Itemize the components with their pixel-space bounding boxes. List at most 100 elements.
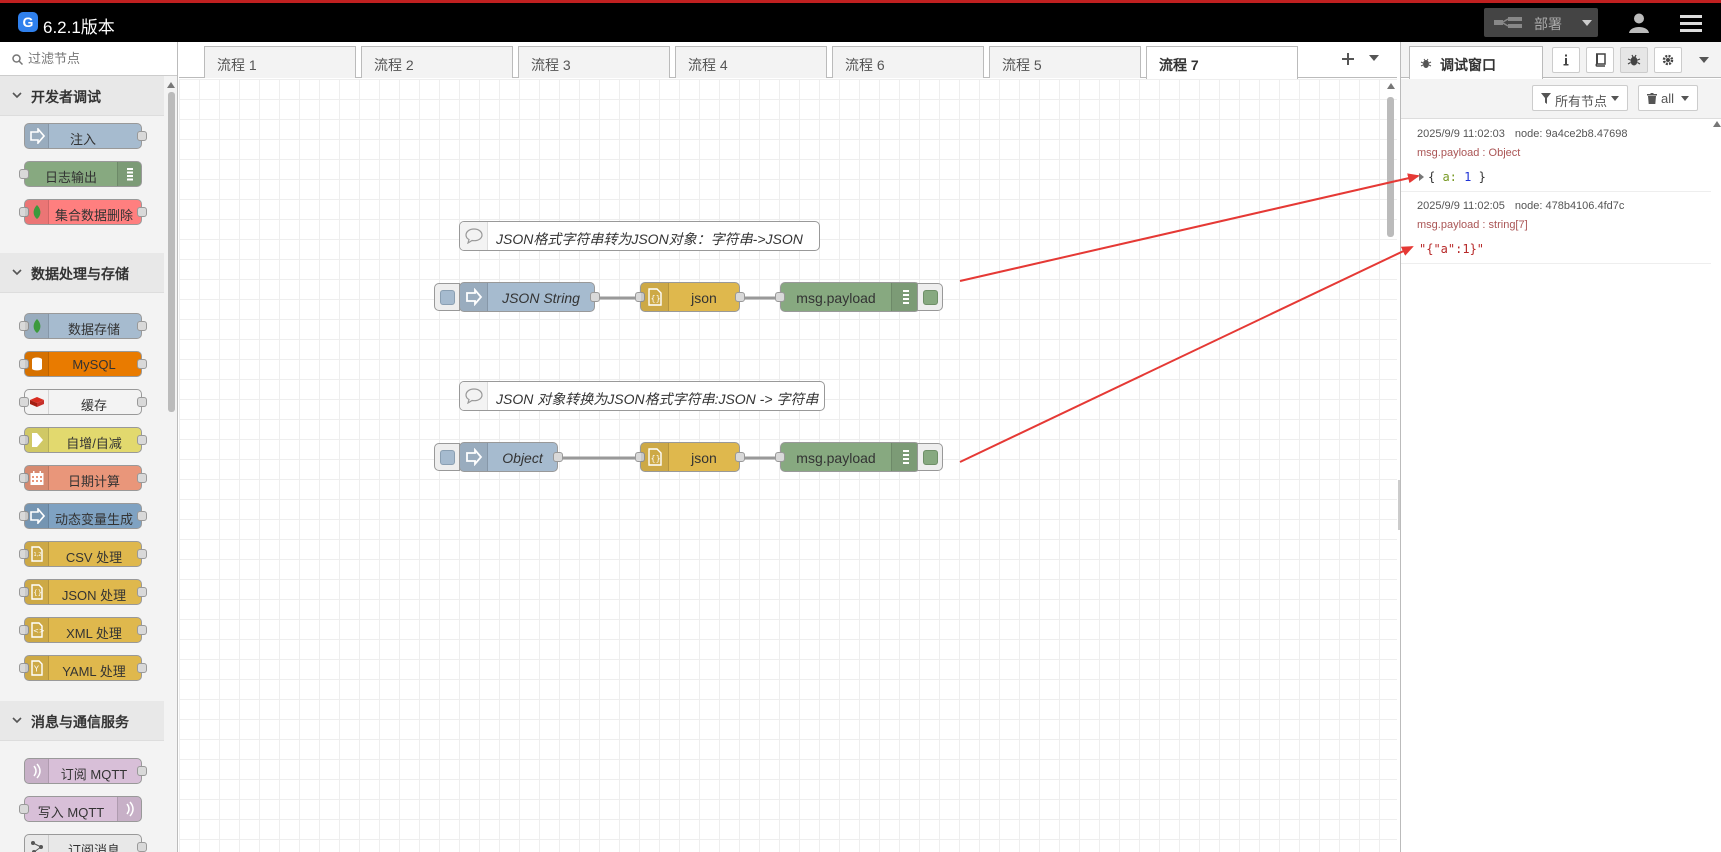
palette-node-data-store[interactable]: 数据存储 [19,313,147,339]
input-port[interactable] [19,804,29,814]
palette-node-mqtt-in[interactable]: 订阅 MQTT [24,758,147,784]
deploy-menu-chevron-icon[interactable] [1582,20,1592,26]
workspace-scrollbar-thumb[interactable] [1387,97,1394,237]
sidebar-scrollbar[interactable] [1712,119,1721,852]
debug-message-node[interactable]: node: 9a4ce2b8.47698 [1514,128,1628,140]
flow-workspace[interactable]: JSON格式字符串转为JSON对象：字符串->JSON JSON String … [179,79,1397,852]
input-port[interactable] [19,207,29,217]
inject-trigger-square[interactable] [440,290,455,305]
expand-triangle-icon[interactable] [1419,173,1424,181]
scroll-up-icon[interactable] [167,82,175,88]
palette-node-inject[interactable]: 注入 [24,123,147,149]
inject-trigger-button[interactable] [434,283,460,311]
debug-toggle-square[interactable] [923,290,938,305]
debug-node-2[interactable]: msg.payload [775,442,920,472]
palette-category-data-processing[interactable]: 数据处理与存储 [0,253,164,293]
output-port[interactable] [137,625,147,635]
input-port[interactable] [19,473,29,483]
output-port[interactable] [137,549,147,559]
output-port[interactable] [137,207,147,217]
input-port[interactable] [19,397,29,407]
input-port[interactable] [635,452,645,462]
palette-search-input[interactable] [26,50,166,67]
output-port[interactable] [735,452,745,462]
tab-flow-4[interactable]: 流程 4 [675,46,827,78]
palette-node-mysql[interactable]: MySQL [19,351,147,377]
scroll-up-icon[interactable] [1713,121,1721,127]
user-icon[interactable] [1628,12,1650,34]
palette-node-debug[interactable]: 日志输出 [19,161,142,187]
palette-node-collection-delete[interactable]: 集合数据删除 [19,199,147,225]
input-port[interactable] [19,169,29,179]
palette-scrollbar[interactable] [166,82,176,852]
tab-flow-3[interactable]: 流程 3 [518,46,670,78]
output-port[interactable] [137,321,147,331]
tab-flow-7[interactable]: 流程 7 [1146,46,1298,79]
inject-trigger-button[interactable] [434,443,460,471]
output-port[interactable] [137,511,147,521]
tab-menu-chevron-icon[interactable] [1369,55,1379,61]
debug-toggle-button[interactable] [917,283,943,311]
add-tab-icon[interactable] [1339,50,1357,68]
output-port[interactable] [137,131,147,141]
input-port[interactable] [635,292,645,302]
inject-node-object[interactable]: Object [459,442,563,472]
tab-flow-1[interactable]: 流程 1 [204,46,356,78]
output-port[interactable] [137,473,147,483]
debug-message-value[interactable]: { a: 1 } [1419,170,1486,184]
palette-node-csv[interactable]: 1,2 CSV 处理 [19,541,147,567]
palette-category-messaging[interactable]: 消息与通信服务 [0,701,164,741]
input-port[interactable] [19,435,29,445]
help-book-button[interactable] [1586,47,1614,73]
output-port[interactable] [137,397,147,407]
tab-flow-5[interactable]: 流程 5 [989,46,1141,78]
palette-node-subscribe[interactable]: 订阅消息 [24,834,147,852]
tab-debug-window[interactable]: 调试窗口 [1409,46,1543,79]
input-port[interactable] [19,321,29,331]
comment-node-json-to-string[interactable]: JSON 对象转换为JSON格式字符串:JSON -> 字符串 [459,381,825,411]
input-port[interactable] [775,292,785,302]
output-port[interactable] [137,842,147,852]
info-button[interactable] [1552,47,1580,73]
output-port[interactable] [137,663,147,673]
deploy-button[interactable]: 部署 [1484,8,1598,37]
debug-toggle-square[interactable] [923,450,938,465]
debug-message-value[interactable]: "{"a":1}" [1419,242,1485,256]
output-port[interactable] [735,292,745,302]
comment-node-string-to-json[interactable]: JSON格式字符串转为JSON对象：字符串->JSON [459,221,820,251]
input-port[interactable] [19,587,29,597]
output-port[interactable] [137,587,147,597]
input-port[interactable] [775,452,785,462]
output-port[interactable] [590,292,600,302]
palette-node-yaml[interactable]: Y YAML 处理 [19,655,147,681]
debug-toggle-button[interactable] [917,443,943,471]
scroll-up-icon[interactable] [1387,83,1395,89]
input-port[interactable] [19,625,29,635]
palette-node-dynamic-variable[interactable]: 动态变量生成 [19,503,147,529]
palette-scrollbar-thumb[interactable] [168,92,175,412]
palette-node-xml[interactable]: <> XML 处理 [19,617,147,643]
debug-node-1[interactable]: msg.payload [775,282,920,312]
tab-flow-2[interactable]: 流程 2 [361,46,513,78]
input-port[interactable] [19,511,29,521]
input-port[interactable] [19,663,29,673]
palette-node-cache[interactable]: 缓存 [19,389,147,415]
output-port[interactable] [553,452,563,462]
json-node-2[interactable]: {} json [635,442,745,472]
workspace-scrollbar[interactable] [1385,79,1397,852]
input-port[interactable] [19,359,29,369]
tab-flow-6[interactable]: 流程 6 [832,46,984,78]
output-port[interactable] [137,435,147,445]
sidebar-menu-chevron-icon[interactable] [1699,57,1709,63]
output-port[interactable] [137,766,147,776]
input-port[interactable] [19,549,29,559]
inject-trigger-square[interactable] [440,450,455,465]
filter-nodes-dropdown[interactable]: 所有节点 [1532,85,1628,111]
inject-node-json-string[interactable]: JSON String [459,282,600,312]
hamburger-menu-icon[interactable] [1680,13,1702,33]
debug-button[interactable] [1620,47,1648,73]
clear-messages-dropdown[interactable]: all [1638,85,1698,111]
palette-node-json[interactable]: {} JSON 处理 [19,579,147,605]
palette-node-date-calc[interactable]: 日期计算 [19,465,147,491]
